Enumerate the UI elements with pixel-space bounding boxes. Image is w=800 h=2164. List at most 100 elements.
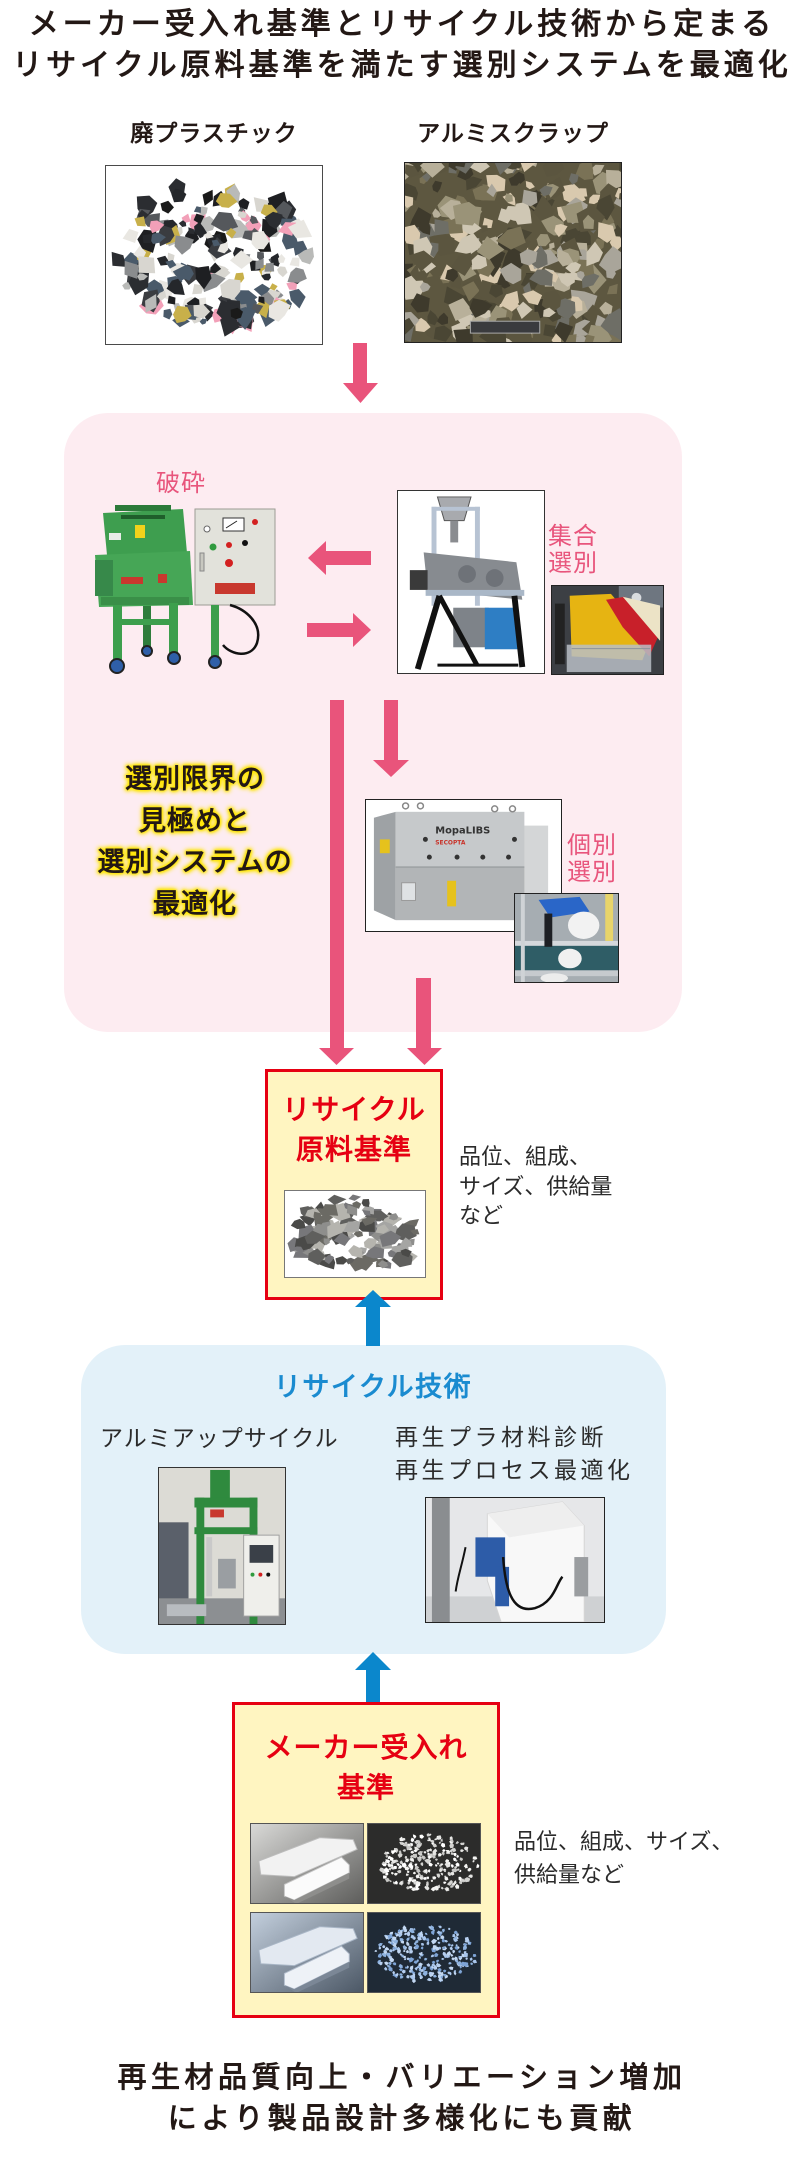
plastic-pellet xyxy=(449,1836,453,1840)
plastic-fragment xyxy=(211,239,221,247)
plastic-pellet xyxy=(412,1834,417,1839)
plastic-pellet xyxy=(432,1944,437,1951)
plastic-pellet xyxy=(414,1865,420,1870)
plastic-pellet xyxy=(422,1877,427,1880)
plastic-pellet xyxy=(428,1971,432,1976)
plastic-pellet xyxy=(463,1951,467,1954)
aluminum-fragment xyxy=(598,246,621,275)
plastic-fragment xyxy=(249,215,259,224)
plastic-fragment xyxy=(122,228,139,244)
plastic-pellet xyxy=(391,1948,395,1952)
plastic-pellet xyxy=(408,1969,412,1973)
aluminum-fragment xyxy=(607,163,621,171)
plastic-pellet xyxy=(390,1942,394,1946)
plastic-pellet xyxy=(381,1952,385,1957)
plastic-pellet xyxy=(438,1933,442,1937)
plastic-fragment xyxy=(225,227,237,239)
plastic-pellet xyxy=(429,1925,435,1931)
plastic-pellet xyxy=(413,1942,417,1946)
plastic-pellet xyxy=(450,1953,454,1957)
plastic-pellet xyxy=(415,1880,420,1885)
plastic-pellet xyxy=(382,1861,386,1865)
plastic-pellet xyxy=(455,1840,460,1844)
aluminum-fragment xyxy=(504,193,513,203)
plastic-pellet xyxy=(402,1950,406,1953)
plastic-pellet xyxy=(391,1936,397,1941)
crush-label: 破砕 xyxy=(156,469,206,497)
plastic-fragment xyxy=(253,283,271,298)
plastic-pellet xyxy=(427,1868,431,1873)
aluminum-chip xyxy=(365,1246,385,1259)
plastic-pellet xyxy=(403,1958,407,1961)
plastic-pellet xyxy=(467,1867,472,1872)
plastic-pellet xyxy=(399,1932,402,1934)
plastic-pellet xyxy=(388,1961,392,1966)
plastic-pellet xyxy=(383,1875,388,1879)
maker-acceptance-standard-box: メーカー受入れ 基準 xyxy=(232,1702,500,2018)
plastic-pellet xyxy=(449,1946,453,1951)
aluminum-fragment xyxy=(529,245,548,269)
plastic-pellet xyxy=(404,1966,408,1969)
page-title: メーカー受入れ基準とリサイクル技術から定まる リサイクル原料基準を満たす選別シス… xyxy=(0,4,800,86)
plastic-pellet xyxy=(456,1960,462,1966)
plastic-fragment xyxy=(199,318,208,325)
plastic-pellet xyxy=(412,1871,417,1875)
plastic-pellet xyxy=(382,1944,386,1949)
aluminum-fragment xyxy=(499,262,522,285)
plastic-pellet xyxy=(456,1933,459,1937)
aluminum-upcycle-label: アルミアップサイクル xyxy=(100,1426,339,1452)
aluminum-fragment xyxy=(584,334,595,342)
aluminum-chip xyxy=(353,1229,363,1238)
aluminum-fragment xyxy=(554,321,574,342)
plastic-pellet xyxy=(423,1869,428,1873)
plastic-fragment xyxy=(261,273,271,281)
plastic-pellet xyxy=(450,1852,454,1856)
plastic-pellet xyxy=(458,1969,463,1974)
bulk-sort-label-line-1: 集合 xyxy=(548,522,598,550)
plastic-fragment xyxy=(297,247,314,265)
aluminum-fragment xyxy=(522,290,543,306)
aluminum-ingot-tinted-photo xyxy=(250,1912,364,1993)
individual-sort-label-line-2: 選別 xyxy=(567,858,617,886)
aluminum-fragment xyxy=(577,229,591,247)
plastic-diagnosis-label: 再生プラ材料診断 xyxy=(395,1425,607,1451)
plastic-pellet xyxy=(438,1841,441,1844)
aluminum-chip xyxy=(400,1248,412,1258)
aluminum-fragment xyxy=(448,297,475,322)
plastic-pellet xyxy=(414,1840,419,1845)
aluminum-chip xyxy=(324,1254,335,1265)
plastic-fragment xyxy=(230,307,243,320)
aluminum-fragment xyxy=(405,164,420,178)
aluminum-chip xyxy=(410,1229,420,1235)
plastic-pellet xyxy=(412,1936,416,1940)
plastic-pellet xyxy=(437,1970,442,1975)
plastic-pellet xyxy=(456,1854,459,1858)
aluminum-fragment xyxy=(575,188,588,197)
aluminum-chip xyxy=(379,1230,402,1247)
aluminum-fragment xyxy=(462,281,480,302)
plastic-pellet xyxy=(444,1876,449,1881)
aluminum-chip xyxy=(377,1260,389,1269)
plastic-fragment xyxy=(255,258,264,271)
plastic-pellet xyxy=(385,1854,389,1858)
aluminum-fragment xyxy=(496,226,526,250)
flow-arrow-left-icon xyxy=(308,541,371,575)
aluminum-fragment xyxy=(612,322,621,341)
aluminum-chip xyxy=(388,1213,399,1221)
plastic-pellet xyxy=(460,1878,465,1882)
plastic-pellet xyxy=(424,1858,430,1864)
plastic-pellet xyxy=(418,1955,421,1959)
plastic-pellet xyxy=(406,1937,410,1942)
flow-arrow-up-lower-icon xyxy=(355,1652,391,1704)
plastic-pellet xyxy=(419,1974,423,1978)
plastic-pellet xyxy=(450,1871,455,1876)
plastic-pellet xyxy=(458,1955,461,1959)
plastic-fragment xyxy=(215,192,238,208)
aluminum-fragment xyxy=(443,286,464,307)
title-line-1: メーカー受入れ基準とリサイクル技術から定まる xyxy=(28,7,776,42)
plastic-pellet xyxy=(409,1928,415,1934)
plastic-pellet xyxy=(438,1977,442,1981)
plastic-pellet xyxy=(410,1934,415,1939)
plastic-pellet xyxy=(388,1867,392,1871)
plastic-pellet xyxy=(419,1953,423,1956)
